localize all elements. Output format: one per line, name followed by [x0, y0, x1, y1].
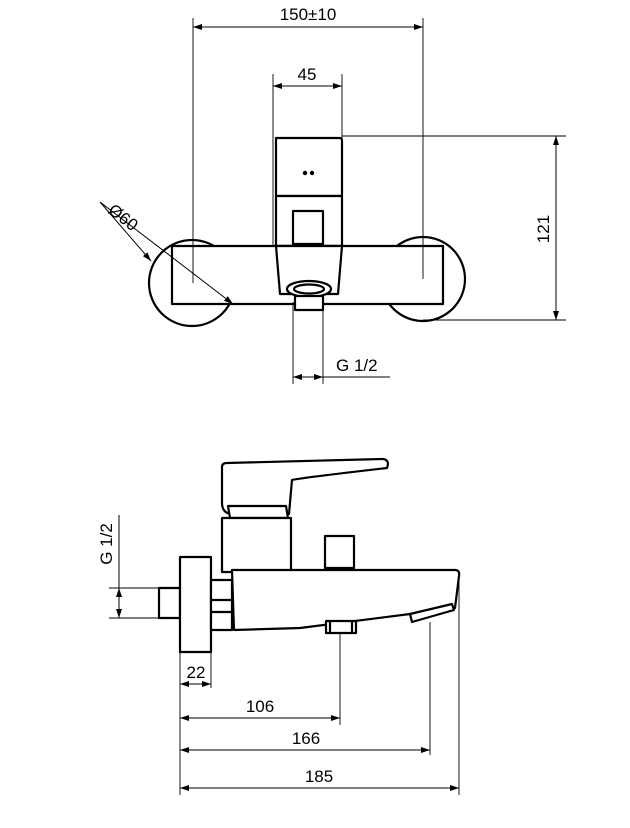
side-view: G 1/2 22 106 166 185 [97, 457, 461, 795]
diverter-knob-front [291, 209, 325, 246]
diverter-knob-side [323, 534, 356, 570]
spout-front [274, 244, 344, 296]
dim-185-text: 185 [305, 767, 333, 786]
dim-166-text: 166 [292, 729, 320, 748]
lever-screw-dot [309, 170, 315, 176]
hex-nut [209, 578, 234, 632]
lever-handle-side [220, 457, 389, 516]
side-flange [178, 555, 213, 654]
spout-tip [408, 602, 456, 624]
dim-width-text: 150±10 [280, 5, 337, 24]
lever-handle-front [274, 136, 344, 198]
dim-lever-text: 45 [298, 65, 317, 84]
front-view: 150±10 45 121 Ø60 G 1/2 [99, 5, 566, 384]
lever-shaft [226, 504, 290, 520]
inlet-pipe [157, 586, 182, 620]
outlet-thread-inner [292, 283, 326, 295]
dim-106-text: 106 [246, 697, 274, 716]
outlet-thread-side [324, 619, 358, 635]
mixer-body-side [230, 568, 461, 632]
dim-outlet-text: G 1/2 [336, 356, 378, 375]
dim-inlet-text: G 1/2 [97, 523, 116, 565]
dim-22-text: 22 [187, 663, 206, 682]
cartridge-body-side [220, 516, 293, 574]
outlet-pipe-front [293, 294, 325, 312]
lever-screw-dot [302, 170, 308, 176]
dim-height-text: 121 [534, 215, 553, 243]
